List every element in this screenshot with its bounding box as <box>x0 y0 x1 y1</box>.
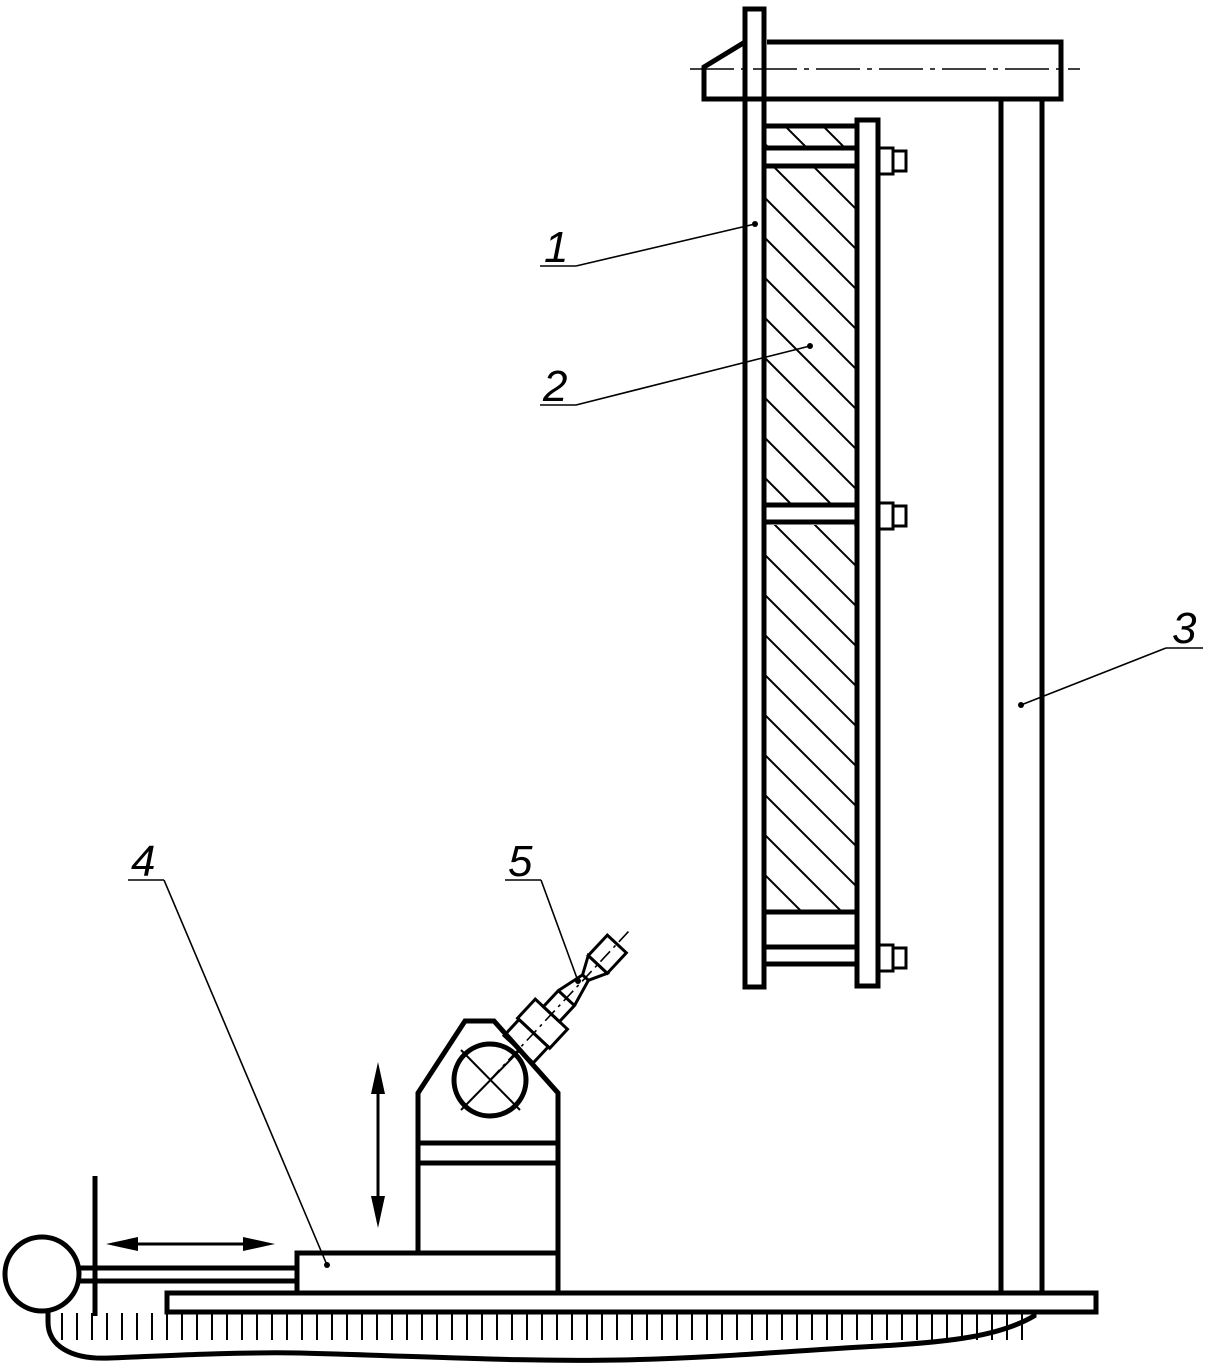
hatch-line <box>822 127 847 148</box>
hatch-line <box>764 356 855 450</box>
label-4: 4 <box>131 837 155 886</box>
hatch-line <box>773 168 855 250</box>
pull-rod <box>79 1265 297 1284</box>
bolt <box>876 501 908 531</box>
hatch-line <box>813 168 855 210</box>
hatch-line <box>764 142 771 148</box>
leader-1 <box>540 221 758 267</box>
hatch-line <box>764 753 855 847</box>
hatch-line <box>764 29 885 150</box>
plate-1 <box>742 6 767 990</box>
hatch-line <box>853 168 855 170</box>
hatch-line <box>764 476 792 503</box>
leader-4 <box>128 879 330 1268</box>
carriage-4 <box>294 1250 561 1296</box>
hatch-line <box>764 673 855 767</box>
hatch-line <box>764 196 855 290</box>
hatch-line <box>764 633 855 727</box>
hatch-line <box>764 833 842 910</box>
hatch-line <box>773 525 855 607</box>
hatch-line <box>764 436 832 503</box>
bolt <box>876 943 908 973</box>
hatch-line <box>813 525 855 567</box>
leader-3 <box>1018 647 1203 708</box>
leader-5 <box>505 879 581 984</box>
specimen-block-2 <box>764 168 855 503</box>
hatch-line <box>764 593 855 687</box>
hatch-line <box>764 396 855 490</box>
specimen-block-top <box>764 29 885 150</box>
hatch-line <box>764 553 855 647</box>
base-plate <box>164 1290 1099 1315</box>
label-1: 1 <box>544 223 568 272</box>
vertical-motion-arrow <box>371 1062 385 1228</box>
leader-2 <box>540 343 813 406</box>
specimen-frame <box>764 117 881 989</box>
burner-5 <box>489 929 631 1081</box>
label-2: 2 <box>542 362 567 411</box>
column-3 <box>998 96 1045 1296</box>
specimen-block-lower <box>764 525 855 910</box>
label-3: 3 <box>1172 604 1197 653</box>
hatch-line <box>764 276 855 370</box>
hatch-line <box>764 713 855 807</box>
hatch-line <box>764 236 855 330</box>
top-beam <box>701 39 1064 102</box>
bolt <box>876 146 908 176</box>
hatch-line <box>764 793 855 887</box>
hatch-line <box>764 316 855 410</box>
horizontal-motion-arrow <box>106 1237 275 1251</box>
ground-hatching <box>45 1312 1037 1363</box>
counterweight <box>2 1234 82 1314</box>
label-5: 5 <box>508 837 533 886</box>
burner-stand <box>415 1018 561 1253</box>
